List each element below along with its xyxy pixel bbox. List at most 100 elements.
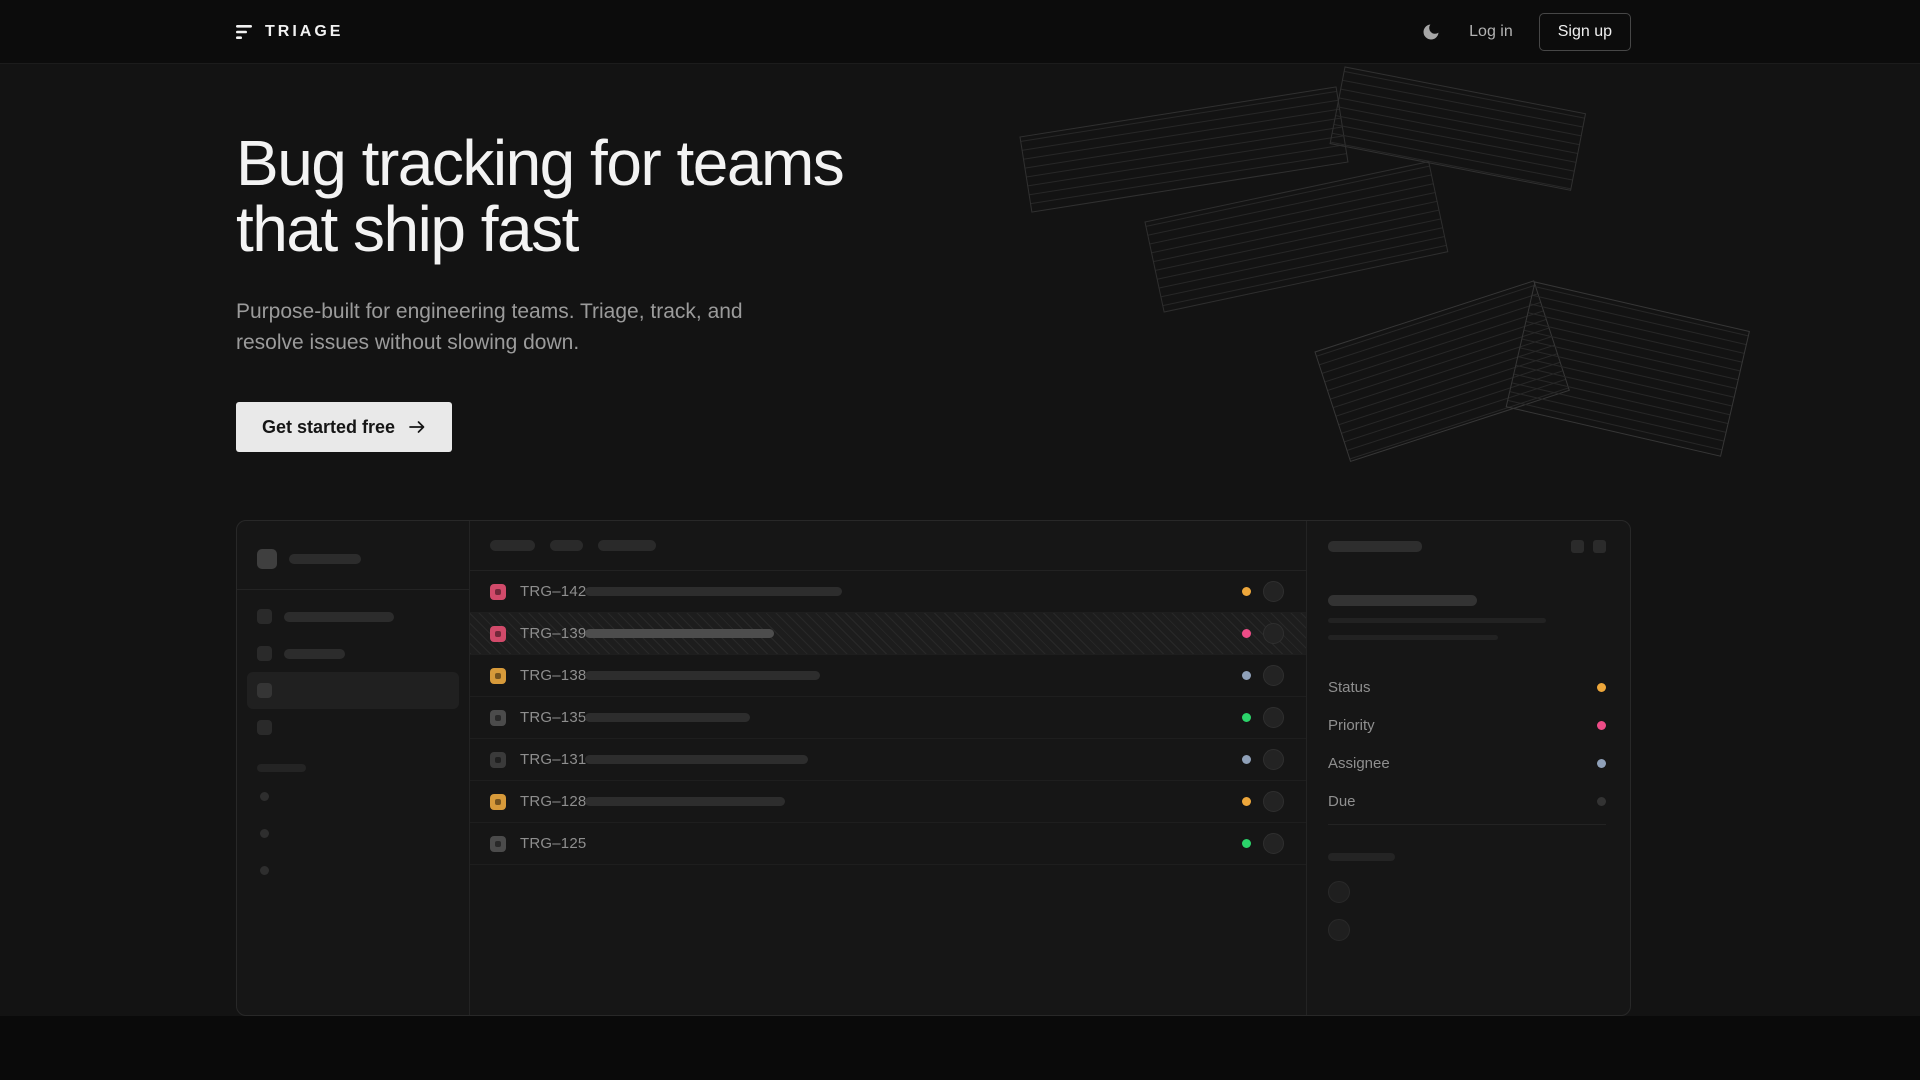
- issue-row: TRG–135: [470, 697, 1306, 739]
- theme-toggle-button[interactable]: [1415, 16, 1447, 48]
- hero-section: Bug tracking for teams that ship fast Pu…: [0, 64, 1920, 1016]
- assignee-avatar: [1263, 833, 1284, 854]
- nav-item-icon-placeholder: [257, 720, 272, 735]
- status-dot: [1242, 797, 1251, 806]
- footer: [0, 1016, 1920, 1080]
- sidebar-nav-item-active-placeholder: [247, 672, 459, 709]
- issue-row: TRG–131: [470, 739, 1306, 781]
- sidebar-nav-item-placeholder: [247, 598, 459, 635]
- description-line-skeleton: [1328, 618, 1546, 623]
- brand-name: TRIAGE: [265, 22, 344, 40]
- issue-id: TRG–135: [520, 709, 587, 726]
- issue-id: TRG–142: [520, 583, 587, 600]
- navbar-inner: TRIAGE Log in Sign up: [236, 12, 1631, 51]
- filter-pill-placeholder: [598, 540, 656, 551]
- field-value-dot: [1597, 720, 1606, 730]
- get-started-button[interactable]: Get started free: [236, 402, 453, 452]
- hero-title-line-2: that ship fast: [236, 193, 579, 265]
- nav-item-icon-placeholder: [257, 646, 272, 661]
- sidebar-section-label-placeholder: [257, 764, 306, 772]
- issue-id: TRG–138: [520, 667, 587, 684]
- field-value-dot: [1597, 758, 1606, 768]
- status-dot: [1242, 671, 1251, 680]
- issue-title-skeleton: [585, 713, 750, 722]
- status-dot: [1242, 587, 1251, 596]
- nav-item-icon-placeholder: [257, 609, 272, 624]
- issue-row: TRG–139: [470, 613, 1306, 655]
- issue-title-skeleton: [585, 671, 820, 680]
- assignee-avatar: [1263, 791, 1284, 812]
- detail-field-row: Due: [1328, 782, 1606, 820]
- app-preview-card: TRG–142 TRG–139 TRG–138: [236, 520, 1631, 1016]
- panel-divider: [1328, 824, 1606, 825]
- sidebar-dot-placeholder: [260, 866, 269, 875]
- issue-type-icon: [490, 667, 506, 684]
- filter-pill-placeholder: [550, 540, 583, 551]
- mockup-detail-panel: Status Priority Assignee Due: [1306, 521, 1630, 1015]
- field-value-dot: [1597, 682, 1606, 692]
- activity-label-skeleton: [1328, 853, 1395, 861]
- moon-icon: [1423, 24, 1439, 39]
- mockup-sidebar: [237, 521, 470, 1015]
- sidebar-nav-item-placeholder: [247, 635, 459, 672]
- assignee-avatar: [1263, 749, 1284, 770]
- issue-row: TRG–138: [470, 655, 1306, 697]
- filter-pill-placeholder: [490, 540, 535, 551]
- hero-title-line-1: Bug tracking for teams: [236, 127, 845, 199]
- detail-field-row: Priority: [1328, 706, 1606, 744]
- status-dot: [1242, 629, 1251, 638]
- issue-title-skeleton: [1328, 595, 1477, 606]
- detail-fields: Status Priority Assignee Due: [1328, 668, 1606, 820]
- issue-id: TRG–125: [520, 835, 587, 852]
- issue-id: TRG–131: [520, 751, 587, 768]
- assignee-avatar: [1263, 665, 1284, 686]
- signup-button[interactable]: Sign up: [1538, 12, 1631, 51]
- issue-type-icon: [490, 709, 506, 726]
- issue-id: TRG–139: [520, 625, 587, 642]
- issue-title-skeleton: [585, 629, 774, 638]
- sidebar-dot-placeholder: [260, 792, 269, 801]
- activity-avatar-placeholder: [1328, 881, 1350, 903]
- issue-row: TRG–125: [470, 823, 1306, 865]
- hero-subtitle: Purpose-built for engineering teams. Tri…: [236, 296, 1631, 358]
- detail-field-row: Status: [1328, 668, 1606, 706]
- issue-row: TRG–142: [470, 571, 1306, 613]
- mockup-issue-list: TRG–142 TRG–139 TRG–138: [470, 521, 1306, 1015]
- sidebar-divider: [237, 589, 469, 590]
- assignee-avatar: [1263, 707, 1284, 728]
- workspace-switcher-placeholder: [257, 549, 449, 569]
- brand-logo[interactable]: TRIAGE: [236, 23, 343, 41]
- hero-container: Bug tracking for teams that ship fast Pu…: [236, 130, 1631, 1016]
- login-link[interactable]: Log in: [1469, 22, 1513, 40]
- top-navbar: TRIAGE Log in Sign up: [0, 0, 1920, 64]
- issue-type-icon: [490, 835, 506, 852]
- issue-row: TRG–128: [470, 781, 1306, 823]
- description-line-skeleton: [1328, 635, 1498, 640]
- assignee-avatar: [1263, 581, 1284, 602]
- issue-type-icon: [490, 583, 506, 600]
- status-dot: [1242, 839, 1251, 848]
- issue-title-skeleton: [585, 587, 842, 596]
- panel-action-placeholder: [1571, 539, 1584, 553]
- skeleton-bar: [289, 554, 361, 564]
- field-value-dot: [1597, 796, 1606, 806]
- skeleton-bar: [284, 648, 345, 659]
- issue-title-skeleton: [585, 755, 808, 764]
- sidebar-nav-item-placeholder: [247, 709, 459, 746]
- field-label: Priority: [1328, 716, 1375, 734]
- skeleton-bar: [1328, 540, 1422, 552]
- status-dot: [1242, 755, 1251, 764]
- assignee-avatar: [1263, 623, 1284, 644]
- workspace-avatar-placeholder: [257, 549, 277, 569]
- detail-field-row: Assignee: [1328, 744, 1606, 782]
- issue-type-icon: [490, 793, 506, 810]
- field-label: Due: [1328, 792, 1356, 810]
- issue-id: TRG–128: [520, 793, 587, 810]
- sidebar-dot-placeholder: [260, 829, 269, 838]
- status-dot: [1242, 713, 1251, 722]
- issue-type-icon: [490, 625, 506, 642]
- issue-type-icon: [490, 751, 506, 768]
- issue-title-skeleton: [585, 797, 785, 806]
- triage-bars-icon: [236, 24, 252, 39]
- hero-subtitle-line-1: Purpose-built for engineering teams. Tri…: [236, 300, 743, 323]
